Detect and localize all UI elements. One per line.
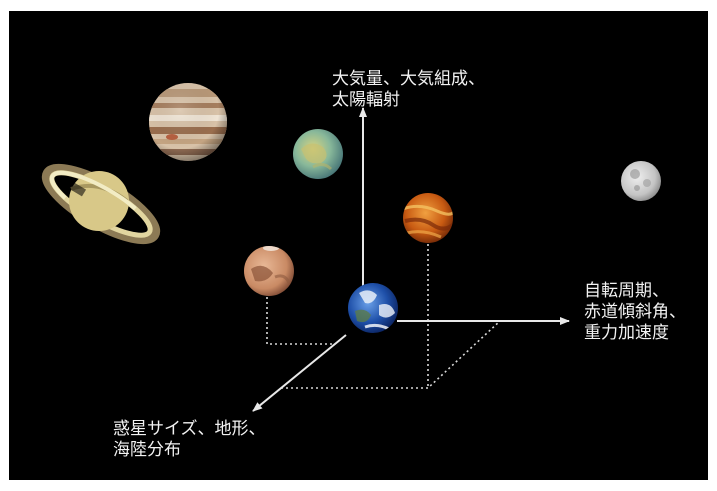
diagonal-axis-arrow [252,334,347,412]
venus-planet [403,193,453,243]
base-plane-outline [281,320,501,389]
horizontal-axis-label: 自転周期、 赤道傾斜角、 重力加速度 [584,281,686,344]
saturn-planet [41,163,161,245]
vertical-axis-label: 大気量、大気組成、 太陽輻射 [332,69,485,111]
diagonal-axis-label-line1: 惑星サイズ、地形、 [113,419,266,439]
diagonal-axis-label-line2: 海陸分布 [113,440,181,460]
slide: 大気量、大気組成、 太陽輻射 自転周期、 赤道傾斜角、 重力加速度 惑星サイズ、… [9,11,708,480]
earth-planet [348,283,398,333]
horizontal-axis-label-line1: 自転周期、 [584,281,669,301]
mars-projection-line [266,297,335,345]
projection-guides [266,244,501,389]
axes-arrows [252,107,570,412]
planet-axes-diagram [41,83,661,412]
horizontal-axis-label-line3: 重力加速度 [584,323,669,343]
vertical-axis-label-line2: 太陽輻射 [332,90,400,110]
horizontal-axis-label-line2: 赤道傾斜角、 [584,302,686,322]
vertical-axis-label-line1: 大気量、大気組成、 [332,69,485,89]
moon [621,161,661,201]
diagonal-axis-label: 惑星サイズ、地形、 海陸分布 [113,419,266,461]
mars-planet [244,246,294,296]
titan-moon [293,129,343,179]
jupiter-planet [149,83,227,161]
